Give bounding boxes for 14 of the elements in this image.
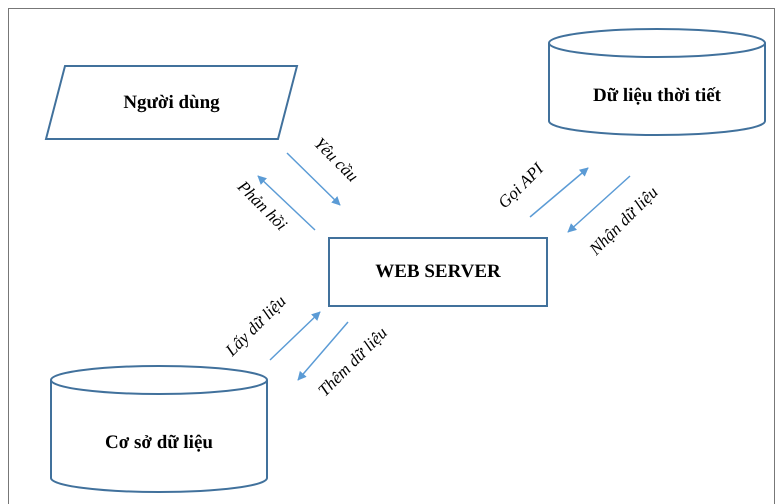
arrow bbox=[286, 152, 341, 206]
node-label: Dữ liệu thời tiết bbox=[593, 84, 721, 106]
node-label: WEB SERVER bbox=[375, 261, 501, 283]
database-cylinder bbox=[548, 28, 766, 135]
arrow bbox=[257, 175, 316, 231]
process-box bbox=[328, 237, 548, 307]
arrow bbox=[530, 167, 589, 218]
arrow bbox=[297, 322, 349, 381]
node-label: Cơ sở dữ liệu bbox=[105, 432, 213, 454]
parallelogram-node bbox=[45, 65, 298, 140]
arrow bbox=[269, 311, 321, 361]
database-cylinder bbox=[50, 365, 268, 492]
node-label: Người dùng bbox=[123, 92, 220, 114]
arrow bbox=[567, 175, 630, 233]
